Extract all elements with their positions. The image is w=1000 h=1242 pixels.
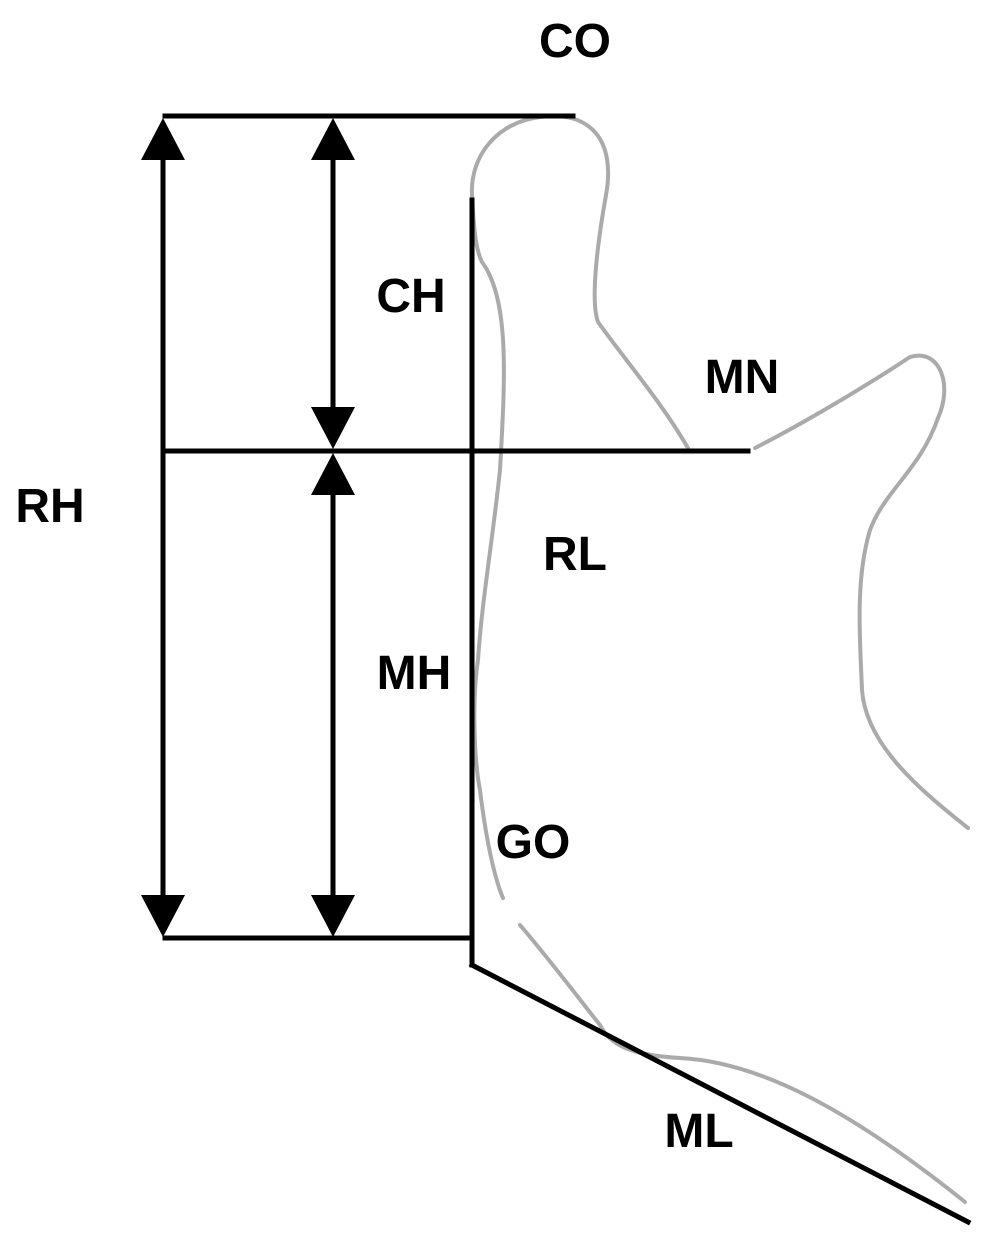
label-go: GO (496, 816, 571, 869)
rh-arrow-head-top (141, 118, 185, 160)
mandibular-line (468, 961, 972, 1226)
ch-arrow-head-bottom (311, 407, 355, 449)
label-ml: ML (664, 1105, 733, 1158)
labels: CO CH MN RH RL MH GO ML (15, 15, 779, 1158)
label-rl: RL (543, 528, 607, 581)
mandible-outline (469, 114, 970, 1204)
label-ch: CH (376, 270, 445, 323)
coronoid-contour (753, 353, 970, 830)
ch-arrow-head-top (311, 118, 355, 160)
label-mh: MH (377, 647, 452, 700)
label-rh: RH (15, 480, 84, 533)
mh-arrow-head-top (311, 453, 355, 495)
label-co: CO (539, 15, 611, 68)
measurement-lines (141, 113, 972, 1226)
lower-border-contour (518, 923, 967, 1204)
mh-arrow-head-bottom (311, 895, 355, 937)
condyle-contour (469, 114, 690, 900)
rh-arrow-head-bottom (141, 895, 185, 937)
label-mn: MN (705, 351, 780, 404)
